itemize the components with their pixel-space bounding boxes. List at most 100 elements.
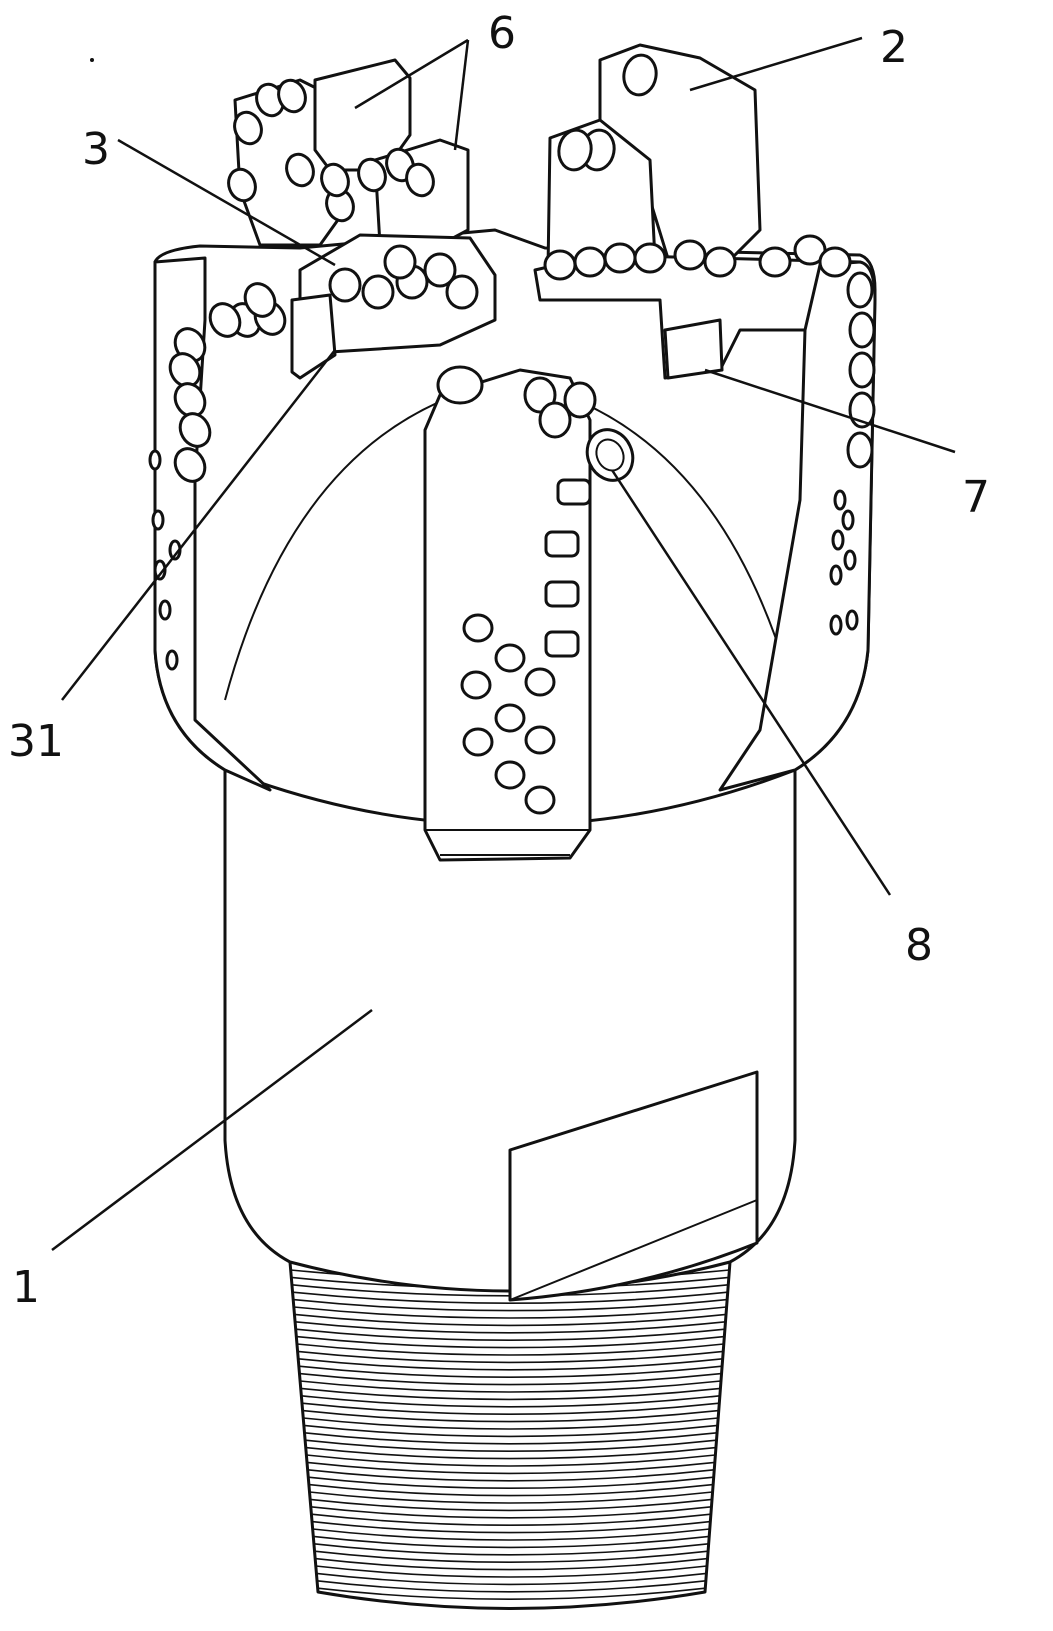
label-3: 3 bbox=[82, 124, 110, 175]
thread-line bbox=[293, 1298, 728, 1312]
thread-line bbox=[302, 1409, 719, 1423]
leader-lines bbox=[51, 36, 956, 1251]
blade-7-face bbox=[663, 318, 724, 380]
thread-line bbox=[298, 1358, 723, 1371]
leader-7 bbox=[704, 368, 956, 454]
cutter bbox=[829, 564, 843, 586]
leader-31 bbox=[61, 349, 336, 701]
cutter bbox=[233, 110, 263, 146]
cutter bbox=[148, 449, 162, 471]
leader-3 bbox=[117, 138, 336, 267]
cutter bbox=[633, 242, 667, 274]
cutter bbox=[277, 78, 307, 114]
cutter bbox=[841, 509, 855, 531]
thread-line bbox=[294, 1321, 726, 1334]
label-2: 2 bbox=[880, 22, 908, 73]
thread-line bbox=[296, 1343, 724, 1356]
thread-line bbox=[306, 1454, 716, 1467]
cutter bbox=[151, 509, 165, 531]
thread-line bbox=[303, 1424, 718, 1438]
cutter bbox=[538, 401, 572, 439]
thread-line bbox=[311, 1520, 711, 1534]
stray-dot bbox=[90, 58, 94, 62]
cutter bbox=[673, 239, 707, 271]
thread-line bbox=[312, 1528, 710, 1541]
thread-line bbox=[301, 1395, 720, 1408]
cutter bbox=[383, 244, 417, 280]
cutter bbox=[445, 274, 479, 310]
thread-line bbox=[305, 1446, 717, 1460]
thread-line bbox=[301, 1402, 720, 1415]
thread-line bbox=[311, 1513, 711, 1526]
leader-8 bbox=[610, 469, 892, 896]
label-31: 31 bbox=[8, 716, 64, 767]
thread-line bbox=[295, 1328, 725, 1341]
thread-line bbox=[300, 1387, 721, 1401]
cutter bbox=[524, 725, 556, 755]
cutter bbox=[557, 128, 593, 172]
thread-line bbox=[294, 1313, 727, 1327]
cutter bbox=[460, 670, 492, 700]
cutter bbox=[285, 152, 315, 188]
cutter bbox=[846, 271, 874, 309]
thread-line bbox=[300, 1380, 722, 1393]
label-6: 6 bbox=[488, 8, 516, 59]
cutter bbox=[320, 162, 350, 198]
pin-threads bbox=[290, 1269, 730, 1600]
thread-line bbox=[307, 1469, 715, 1482]
cutter bbox=[845, 609, 859, 631]
thread-line bbox=[293, 1306, 727, 1319]
thread-line bbox=[315, 1557, 708, 1571]
cutter bbox=[361, 274, 395, 310]
cutter bbox=[494, 760, 526, 790]
thread-line bbox=[299, 1372, 722, 1386]
cutter bbox=[357, 157, 387, 193]
cutter bbox=[328, 267, 362, 303]
cutter bbox=[494, 703, 526, 733]
breaker-slot bbox=[508, 1070, 759, 1302]
threaded-pin bbox=[288, 1260, 732, 1610]
cutter bbox=[622, 53, 658, 97]
cutter bbox=[758, 246, 792, 278]
thread-line bbox=[292, 1291, 728, 1304]
cutter bbox=[831, 529, 845, 551]
cutter bbox=[178, 412, 212, 448]
cutter bbox=[848, 351, 876, 389]
thread-line bbox=[308, 1476, 714, 1489]
leader-2 bbox=[689, 36, 863, 92]
nozzle-8 bbox=[436, 365, 635, 482]
cutter bbox=[173, 447, 207, 483]
thread-line bbox=[316, 1580, 706, 1593]
callout-labels: 6 2 3 7 31 8 1 bbox=[8, 8, 990, 1313]
thread-line bbox=[308, 1483, 714, 1497]
thread-line bbox=[314, 1550, 709, 1563]
thread-line bbox=[316, 1572, 707, 1586]
cutter bbox=[243, 282, 277, 318]
gauge-insert bbox=[544, 530, 580, 558]
cutter bbox=[423, 252, 457, 288]
thread-line bbox=[315, 1565, 708, 1578]
blade-3-face bbox=[290, 293, 337, 380]
cutter bbox=[543, 249, 577, 281]
thread-line bbox=[310, 1498, 713, 1512]
cutter bbox=[227, 167, 257, 203]
cutter bbox=[524, 667, 556, 697]
cutter bbox=[703, 246, 737, 278]
cutter bbox=[829, 614, 843, 636]
thread-line bbox=[296, 1335, 725, 1349]
cutter bbox=[165, 649, 179, 671]
thread-line bbox=[298, 1365, 723, 1378]
cutter bbox=[818, 246, 852, 278]
cutter bbox=[153, 559, 167, 581]
cutter bbox=[843, 549, 857, 571]
thread-line bbox=[309, 1491, 713, 1504]
cutter bbox=[158, 599, 172, 621]
thread-line bbox=[303, 1417, 719, 1430]
cutter bbox=[524, 785, 556, 815]
gauge-insert bbox=[544, 630, 580, 658]
thread-line bbox=[313, 1535, 710, 1549]
leader-6b bbox=[453, 39, 470, 151]
cutter bbox=[462, 613, 494, 643]
thread-line bbox=[313, 1543, 709, 1556]
